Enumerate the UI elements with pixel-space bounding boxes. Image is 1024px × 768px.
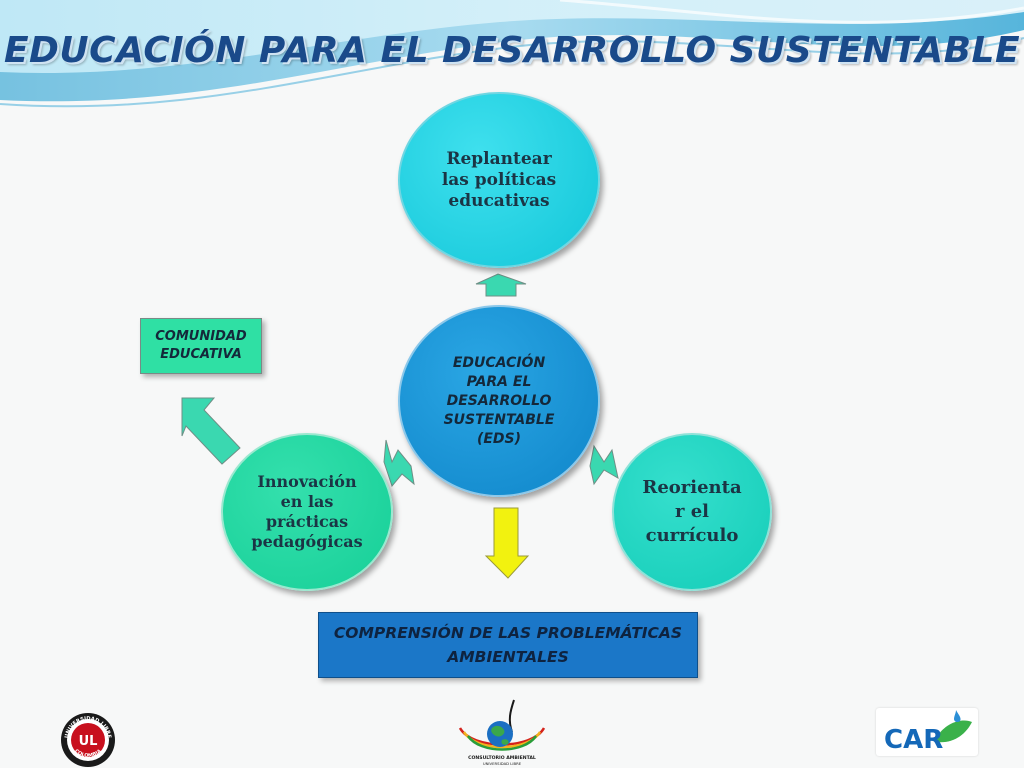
arrow-down-to-outcome bbox=[484, 507, 530, 579]
box-comunidad-label: COMUNIDAD EDUCATIVA bbox=[155, 329, 247, 362]
consultorio-line1: CONSULTORIO AMBIENTAL bbox=[468, 755, 536, 761]
arrow-to-right bbox=[589, 444, 619, 486]
university-seal-bottom-text: COLOMBIA bbox=[73, 748, 103, 759]
circle-innovacion: Innovación en las prácticas pedagógicas bbox=[221, 433, 393, 591]
circle-eds-label: EDUCACIÓN PARA EL DESARROLLO SUSTENTABLE… bbox=[443, 354, 555, 447]
header-wave-decoration bbox=[0, 0, 1024, 108]
leaf-drop-icon bbox=[936, 720, 972, 743]
arrow-to-community bbox=[181, 397, 241, 465]
slide-title: EDUCACIÓN PARA EL DESARROLLO SUSTENTABLE bbox=[3, 30, 1021, 71]
box-comunidad-educativa: COMUNIDAD EDUCATIVA bbox=[140, 318, 262, 374]
university-seal-icon: UNIVERSIDAD LIBRE COLOMBIA UL bbox=[61, 713, 115, 767]
svg-text:COLOMBIA: COLOMBIA bbox=[73, 748, 103, 759]
box-comprension-label: COMPRENSIÓN DE LAS PROBLEMÁTICAS AMBIENT… bbox=[333, 624, 683, 666]
circle-reorientar-label: Reorienta r el currículo bbox=[642, 477, 742, 546]
circle-reorientar: Reorienta r el currículo bbox=[612, 433, 772, 591]
car-logo-text: CAR bbox=[884, 725, 943, 755]
consultorio-ambiental-logo: CONSULTORIO AMBIENTAL UNIVERSIDAD LIBRE bbox=[458, 699, 546, 766]
circle-innovacion-label: Innovación en las prácticas pedagógicas bbox=[251, 472, 363, 551]
circle-replantear-label: Replantear las políticas educativas bbox=[441, 148, 557, 211]
arrow-to-left bbox=[383, 439, 415, 488]
university-seal-monogram: UL bbox=[79, 734, 98, 749]
consultorio-line2: UNIVERSIDAD LIBRE bbox=[483, 761, 522, 766]
globe-icon bbox=[487, 721, 513, 747]
circle-eds-center: EDUCACIÓN PARA EL DESARROLLO SUSTENTABLE… bbox=[398, 305, 600, 497]
box-comprension: COMPRENSIÓN DE LAS PROBLEMÁTICAS AMBIENT… bbox=[318, 612, 698, 678]
arrow-up-to-top bbox=[475, 273, 527, 297]
circle-replantear: Replantear las políticas educativas bbox=[398, 92, 600, 268]
car-logo: CAR bbox=[876, 708, 978, 756]
